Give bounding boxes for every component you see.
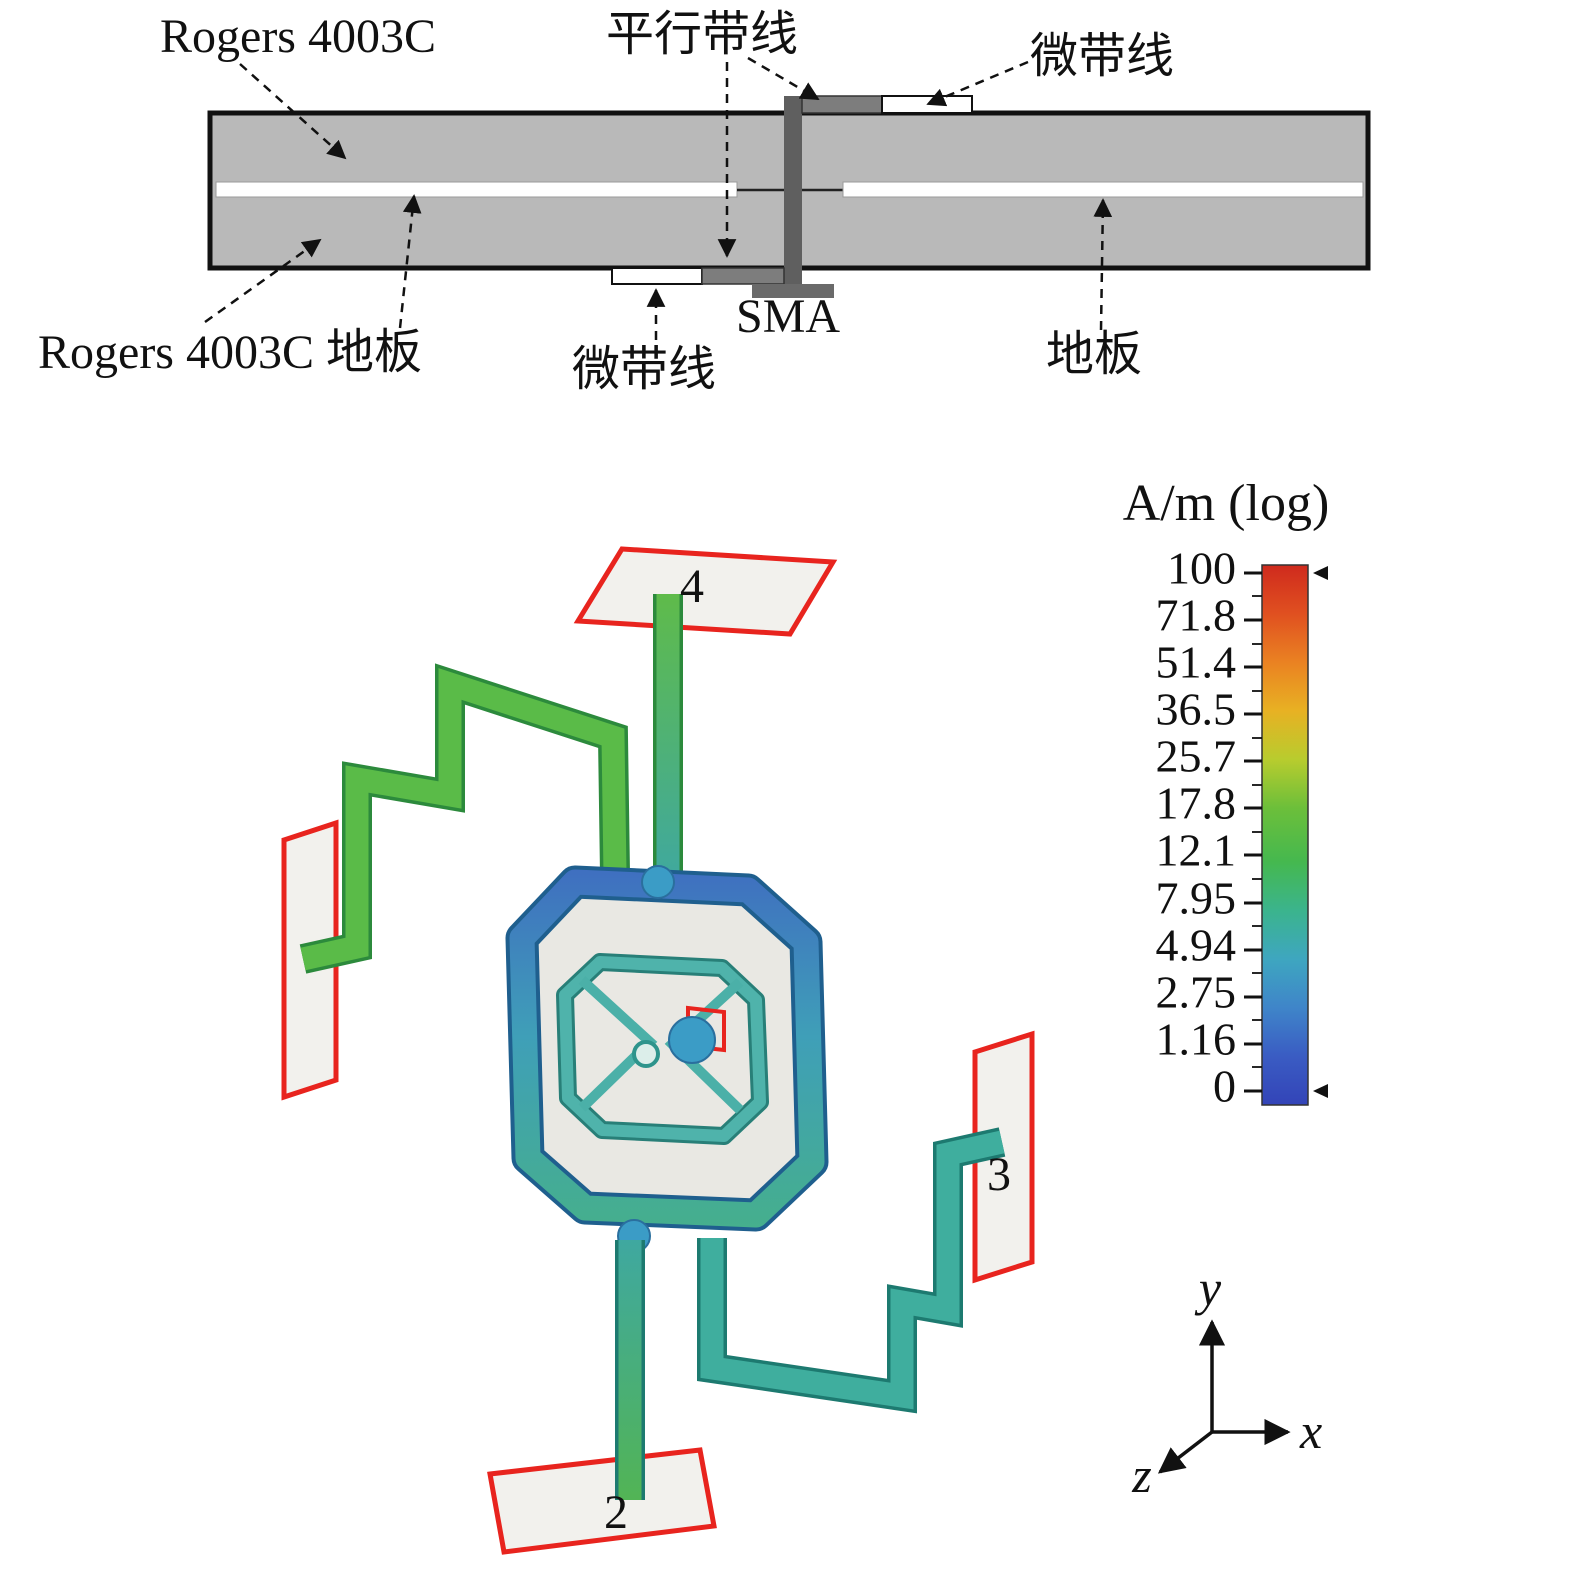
leader-ground-left [398,194,422,329]
colorbar-tick-label: 4.94 [1156,920,1237,971]
z-axis [1157,1430,1214,1474]
colorbar-tick-label: 51.4 [1156,637,1237,688]
colorbar-tick-label: 100 [1167,543,1236,594]
port-2-plate [487,1447,717,1555]
colorbar-tick-label: 71.8 [1156,590,1237,641]
x-axis-label: x [1299,1403,1322,1459]
colorbar-major-ticks [1244,571,1262,1093]
microstrip-top-strip [881,95,973,114]
colorbar-gradient [1261,564,1309,1106]
colorbar-tick-label: 7.95 [1156,873,1237,924]
label-microstrip-bottom: 微带线 [572,343,716,396]
colorbar-title: A/m (log) [1123,475,1330,532]
microstrip-bottom-strip [611,267,703,285]
leader-arrows [204,56,1113,340]
port-4-label: 4 [680,560,704,613]
parallel-stripline-bottom [701,267,785,285]
axis-triad: y x z [1131,1260,1322,1503]
sma-pin [784,96,802,294]
label-ground-plane: 地板 [1046,328,1142,381]
label-substrate-top: Rogers 4003C [160,10,436,63]
port-2-label: 2 [604,1486,628,1539]
colorbar-tick-label: 25.7 [1156,731,1237,782]
colorbar-min-pointer [1313,1084,1328,1098]
leader-ground-right [1093,198,1113,331]
colorbar-tick-label: 1.16 [1156,1014,1237,1065]
sma-flange [752,284,834,298]
leader-microstrip-top [926,60,1029,107]
parallel-stripline-top [801,95,883,114]
colorbar-tick-label: 0 [1213,1061,1236,1112]
cross-section-diagram: Rogers 4003C 平行带线 微带线 SMA Rogers 4003C 地… [38,8,1371,396]
label-sma: SMA [736,290,840,343]
colorbar-tick-label: 12.1 [1156,825,1237,876]
trace-port3 [700,1130,1005,1410]
junction-ball-top [641,865,675,899]
leader-parallel-top [747,56,820,101]
colorbar-tick-labels: 100 71.8 51.4 36.5 25.7 17.8 12.1 7.95 4… [1156,543,1237,1112]
y-axis-label: y [1194,1260,1222,1316]
ground-strip-right [842,181,1364,198]
ring-coupler [509,869,825,1228]
center-ball [668,1016,716,1064]
port-3-label: 3 [987,1148,1011,1201]
port-4-plate [573,546,838,637]
colorbar: A/m (log) [1123,475,1330,1112]
current-distribution-plot: 4 3 2 y x z [281,546,1322,1555]
colorbar-tick-label: 36.5 [1156,684,1237,735]
label-microstrip-top: 微带线 [1030,30,1174,83]
leader-rogers-bottom [204,238,322,324]
colorbar-minor-ticks [1252,595,1262,1068]
label-parallel-stripline: 平行带线 [606,8,798,61]
colorbar-tick-label: 17.8 [1156,778,1237,829]
colorbar-tick-label: 2.75 [1156,967,1237,1018]
colorbar-max-pointer [1313,566,1328,580]
leader-rogers-top [239,63,347,160]
center-via [632,1040,660,1068]
inner-ring [559,956,766,1142]
label-substrate-bottom: Rogers 4003C 地板 [38,326,422,379]
meander-trace-left [300,668,627,971]
z-axis-label: z [1131,1447,1151,1503]
ground-strip-left [215,181,738,198]
